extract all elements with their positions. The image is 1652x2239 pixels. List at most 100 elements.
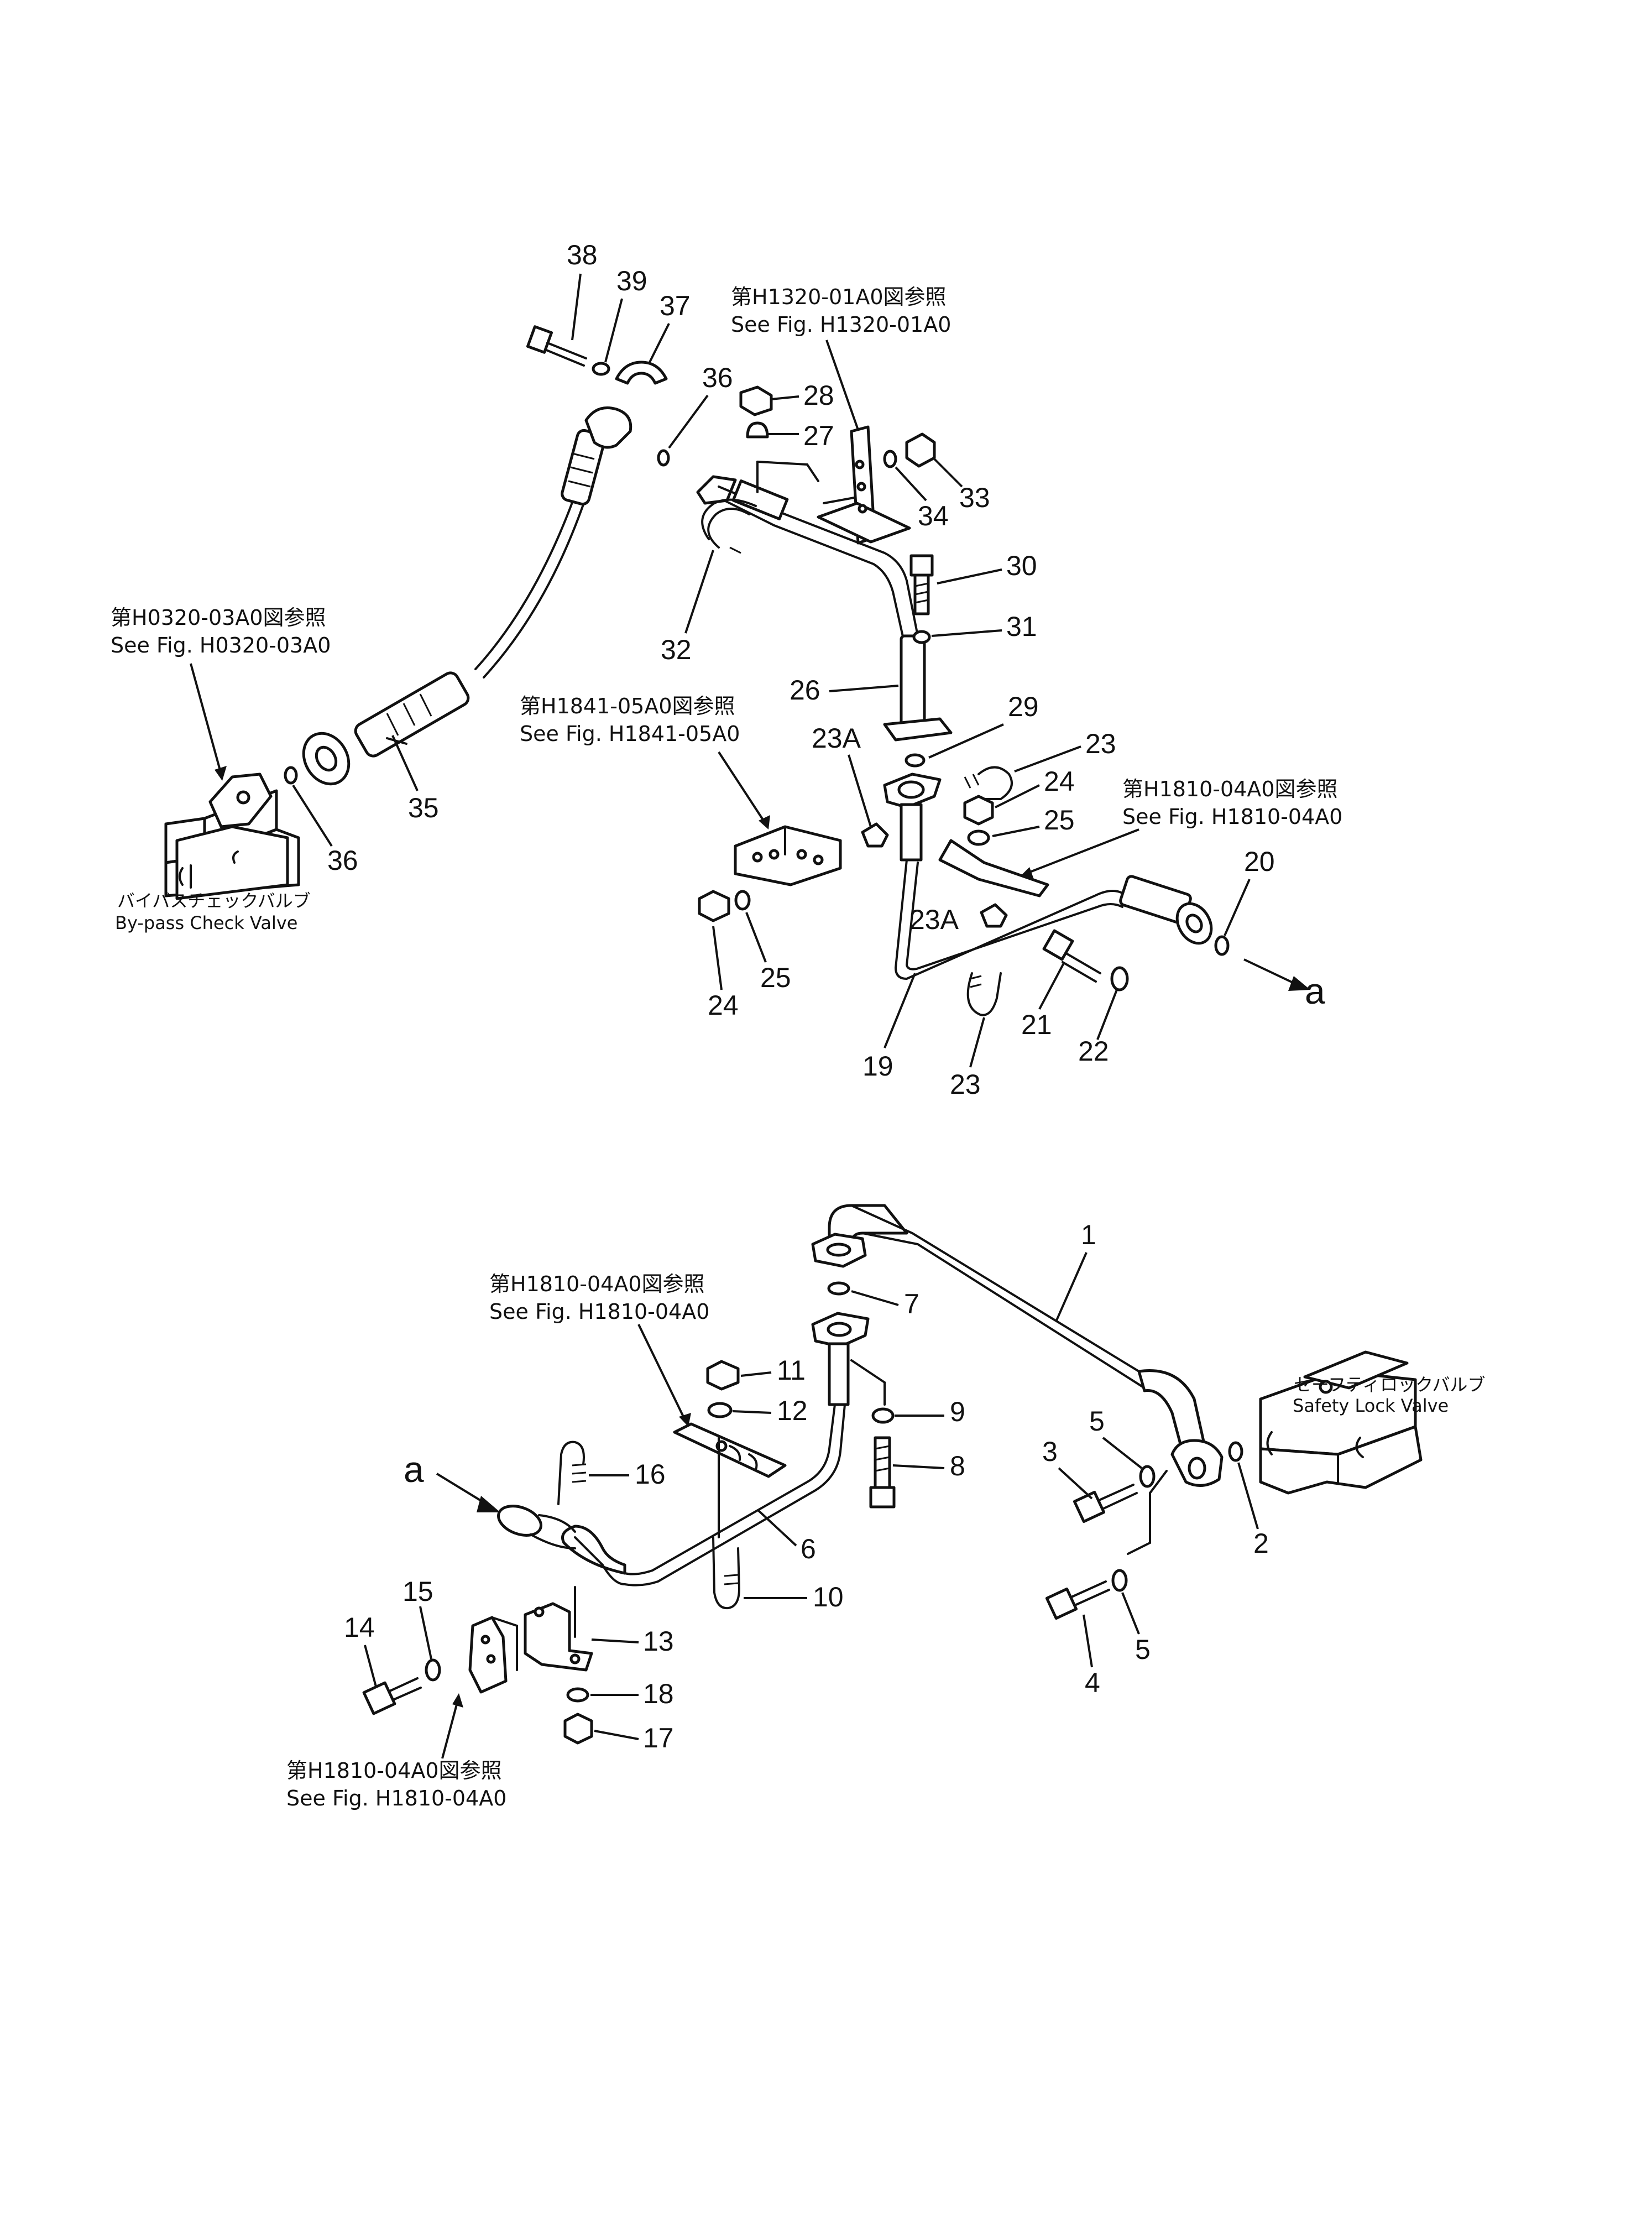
leader-23-upper: [1014, 745, 1081, 773]
leader-h0320: [190, 663, 222, 775]
leader-h1320: [825, 340, 864, 443]
split-flange[interactable]: [1127, 1439, 1224, 1555]
washer-25-right[interactable]: [967, 829, 990, 846]
label-23-upper: 23: [1085, 728, 1116, 759]
safety-label-jp: セーフティロックバルブ: [1294, 1374, 1486, 1395]
leader-34: [895, 466, 927, 502]
leader-h1841: [718, 751, 767, 825]
label-8: 8: [950, 1450, 965, 1481]
tube-19[interactable]: [883, 773, 1218, 980]
nut-33[interactable]: [905, 432, 936, 468]
plate-23A-upper[interactable]: [861, 822, 889, 848]
nut-24-right[interactable]: [963, 795, 994, 826]
bypass-label-jp: バイパスチェックバルブ: [117, 890, 311, 911]
washer-5-lower[interactable]: [1111, 1569, 1128, 1592]
bracket-plate-bottom[interactable]: [468, 1616, 518, 1694]
tube-1[interactable]: [811, 1204, 1207, 1456]
washer-15[interactable]: [425, 1658, 441, 1682]
elbow-fitting-a[interactable]: [494, 1501, 576, 1549]
label-28: 28: [803, 380, 834, 411]
washer-22[interactable]: [1110, 966, 1129, 991]
bolt-38[interactable]: [526, 325, 587, 367]
bolt-14[interactable]: [362, 1677, 422, 1715]
washer-25-left[interactable]: [734, 890, 751, 911]
bolt-3[interactable]: [1073, 1484, 1138, 1523]
leader-15: [419, 1606, 432, 1659]
ubolt-10[interactable]: [712, 1536, 741, 1610]
leader-h1810-mid: [637, 1324, 687, 1422]
leader-13: [591, 1638, 639, 1643]
oring-36-lower[interactable]: [284, 766, 298, 785]
leader-14: [364, 1645, 377, 1687]
oring-36-upper[interactable]: [657, 449, 670, 467]
leader-24-right: [995, 784, 1040, 808]
label-1: 1: [1081, 1219, 1096, 1250]
washer-31[interactable]: [912, 630, 931, 644]
nut-24-left[interactable]: [698, 890, 730, 922]
tube-26-assembly[interactable]: [696, 425, 953, 742]
bracket-h1841[interactable]: [734, 825, 842, 886]
washer-5-upper[interactable]: [1139, 1465, 1156, 1488]
oring-20[interactable]: [1214, 935, 1230, 956]
ref-h0320-en: See Fig. H0320-03A0: [111, 633, 331, 657]
plate-23A-lower[interactable]: [980, 903, 1008, 928]
clamp-plate-upper[interactable]: [938, 839, 1049, 897]
oring-2[interactable]: [1228, 1441, 1243, 1462]
safety-lock-valve[interactable]: [1259, 1350, 1423, 1495]
nut-11[interactable]: [706, 1360, 740, 1391]
hose-35[interactable]: [295, 406, 632, 792]
label-24-left: 24: [708, 990, 739, 1021]
label-38: 38: [567, 239, 598, 270]
ref-h1810-bottom-jp: 第H1810-04A0図参照: [286, 1758, 502, 1783]
leader-19: [883, 973, 916, 1048]
arrow-h1810-bottom: [452, 1693, 463, 1708]
label-23-lower: 23: [950, 1069, 981, 1100]
label-36-upper: 36: [702, 362, 733, 393]
bolt-4[interactable]: [1045, 1580, 1110, 1620]
label-12: 12: [777, 1395, 808, 1426]
washer-39[interactable]: [592, 362, 610, 376]
leader-h1810-bottom: [441, 1700, 459, 1759]
arrow-a-upper-line: [1243, 958, 1297, 985]
bolt-30[interactable]: [909, 554, 934, 615]
ref-h1320-en: See Fig. H1320-01A0: [731, 312, 951, 337]
leader-23A-upper: [848, 754, 872, 827]
cap-27[interactable]: [746, 421, 769, 439]
label-22: 22: [1078, 1036, 1109, 1067]
nut-28[interactable]: [739, 385, 773, 416]
clamp-plate-mid[interactable]: [673, 1422, 787, 1538]
leader-20: [1224, 879, 1251, 936]
washer-12[interactable]: [707, 1402, 733, 1418]
leader-7: [851, 1290, 899, 1306]
washer-34[interactable]: [883, 450, 897, 468]
washer-18[interactable]: [566, 1687, 589, 1703]
oring-29[interactable]: [905, 753, 926, 768]
arrow-a-lower-line: [436, 1473, 488, 1505]
bolt-21[interactable]: [1042, 929, 1101, 983]
bypass-check-valve[interactable]: [164, 773, 300, 900]
leader-37: [649, 323, 670, 363]
label-13: 13: [643, 1626, 674, 1657]
label-17: 17: [643, 1723, 674, 1753]
nut-17[interactable]: [563, 1713, 593, 1745]
ubolt-32[interactable]: [701, 498, 757, 554]
leader-35: [391, 735, 419, 791]
ubolt-16[interactable]: [557, 1441, 587, 1505]
bolt-8[interactable]: [869, 1436, 896, 1509]
leader-11: [740, 1371, 772, 1377]
tube-6[interactable]: [561, 1312, 886, 1586]
leader-h1810-upper: [1025, 828, 1139, 875]
label-25-left: 25: [760, 962, 791, 993]
bypass-label-en: By-pass Check Valve: [115, 912, 297, 933]
washer-9[interactable]: [871, 1407, 895, 1424]
leader-3: [1058, 1467, 1093, 1500]
label-5-lower: 5: [1135, 1634, 1151, 1665]
bracket-13[interactable]: [524, 1586, 593, 1672]
ref-h1320-jp: 第H1320-01A0図参照: [731, 285, 947, 309]
clamp-37[interactable]: [615, 361, 668, 385]
ubolt-23-upper[interactable]: [964, 766, 1013, 800]
arrow-a-lower-head: [477, 1496, 500, 1512]
oring-7[interactable]: [827, 1281, 850, 1296]
leader-24-left: [712, 926, 723, 990]
ubolt-23-lower[interactable]: [966, 972, 1002, 1016]
